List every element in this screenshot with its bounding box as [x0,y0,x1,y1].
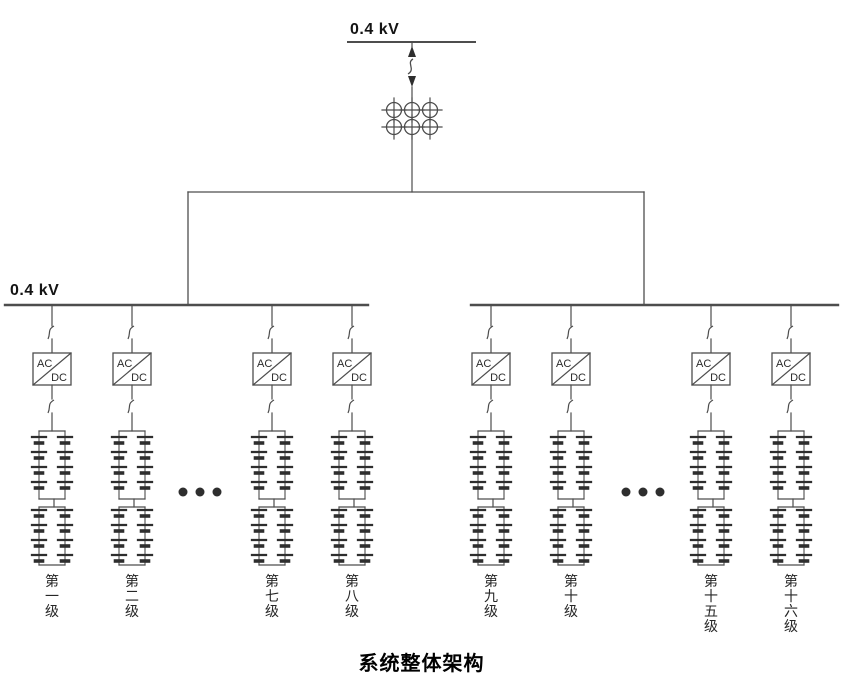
acdc-bottom-label: DC [131,372,147,384]
ellipsis-dot [638,487,648,497]
main-bus-voltage-label: 0.4 kV [10,282,60,299]
branch-switch-icon [127,325,135,340]
dc-switch-icon [267,399,275,414]
dc-switch-icon [347,399,355,414]
dc-switch-icon [127,399,135,414]
branch-switch-icon [706,325,714,340]
drawout-contact-up-icon [408,46,416,57]
diagram-title: 系统整体架构 [358,653,485,675]
acdc-top-label: AC [117,358,132,370]
branch-switch-icon [267,325,275,340]
branch-switch-icon [486,325,494,340]
acdc-converter-diagonal [32,352,72,386]
ellipsis-dot [195,487,205,497]
acdc-top-label: AC [337,358,352,370]
drawout-contact-down-icon [408,76,416,87]
branch-switch-icon [786,325,794,340]
branch-switch-icon [47,325,55,340]
ellipsis-dot [621,487,631,497]
acdc-converter-diagonal [471,352,511,386]
acdc-bottom-label: DC [490,372,506,384]
dc-switch-icon [786,399,794,414]
acdc-converter-diagonal [332,352,372,386]
dc-switch-icon [706,399,714,414]
ellipsis-dot [178,487,188,497]
dc-switch-icon [486,399,494,414]
acdc-converter-diagonal [112,352,152,386]
acdc-converter-diagonal [691,352,731,386]
branch-switch-icon [566,325,574,340]
acdc-top-label: AC [37,358,52,370]
ellipsis-dot [655,487,665,497]
acdc-top-label: AC [776,358,791,370]
acdc-top-label: AC [696,358,711,370]
acdc-bottom-label: DC [790,372,806,384]
acdc-converter-diagonal [252,352,292,386]
acdc-top-label: AC [556,358,571,370]
dc-switch-icon [47,399,55,414]
acdc-converter-diagonal [771,352,811,386]
acdc-bottom-label: DC [570,372,586,384]
acdc-bottom-label: DC [271,372,287,384]
acdc-converter-diagonal [551,352,591,386]
acdc-bottom-label: DC [710,372,726,384]
acdc-top-label: AC [257,358,272,370]
ellipsis-dot [212,487,222,497]
top-bus-voltage-label: 0.4 kV [350,21,400,38]
acdc-bottom-label: DC [51,372,67,384]
branch-switch-icon [347,325,355,340]
breaker-icon [407,58,414,75]
dc-switch-icon [566,399,574,414]
acdc-bottom-label: DC [351,372,367,384]
acdc-top-label: AC [476,358,491,370]
